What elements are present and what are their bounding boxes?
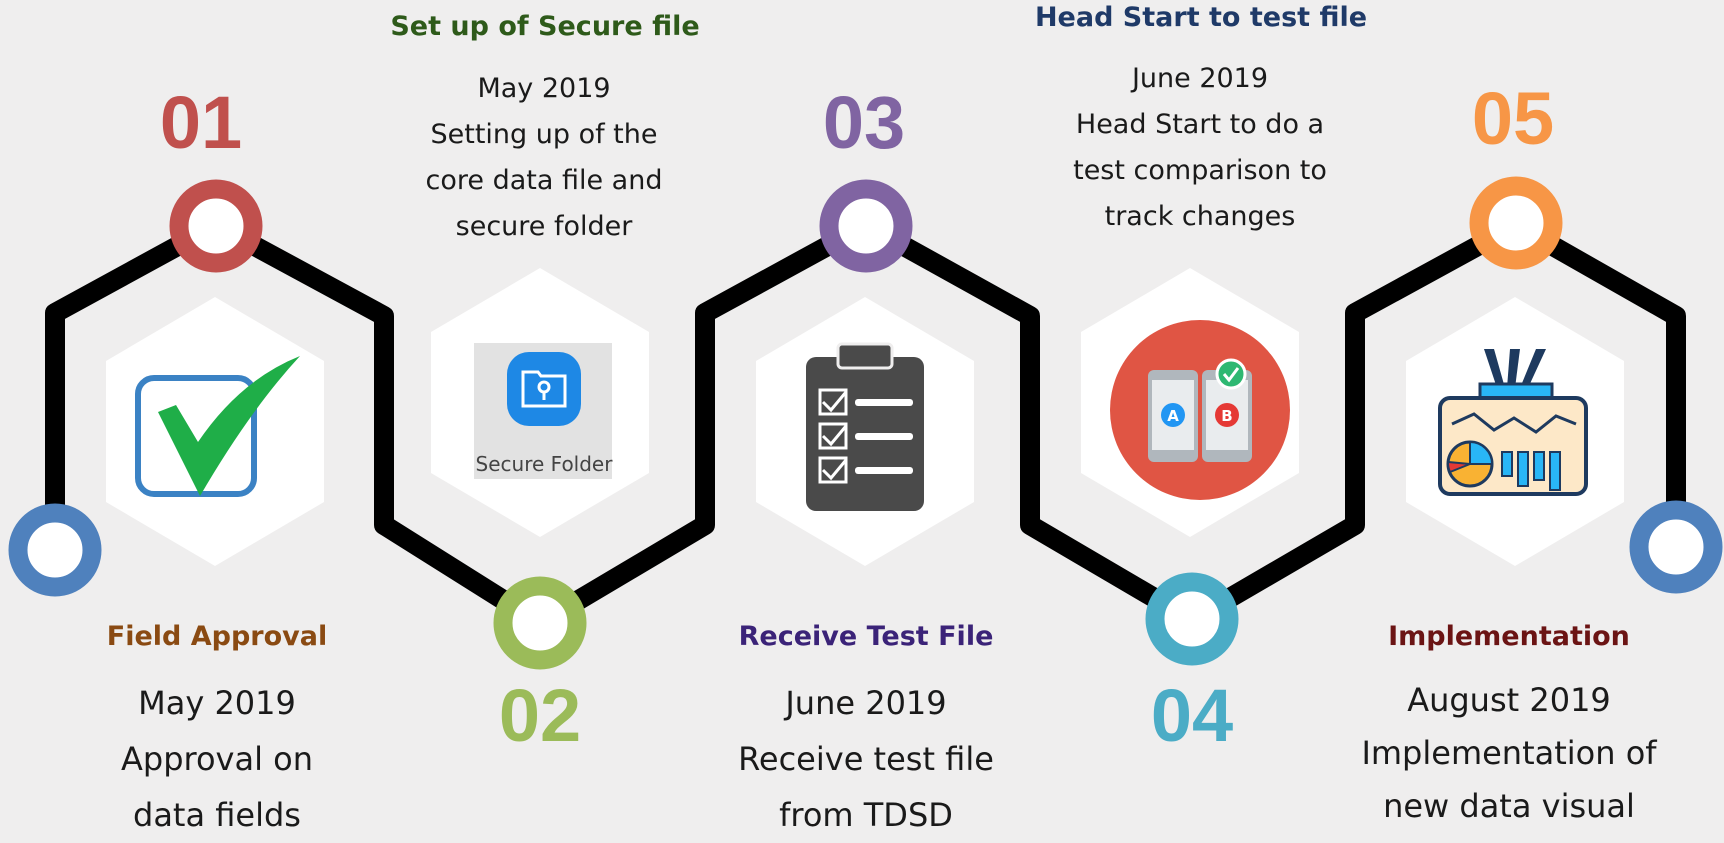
- step-03-line: Receive test file: [738, 740, 994, 778]
- step-04-line: test comparison to: [1073, 155, 1327, 186]
- step-title-02: Set up of Secure file: [390, 11, 700, 42]
- step-number-01: 01: [159, 81, 243, 164]
- step-04-line: June 2019: [1131, 63, 1269, 94]
- step-02-line: secure folder: [455, 211, 633, 242]
- ab-test-phones-icon: A B: [1110, 320, 1290, 500]
- step-01-line: May 2019: [138, 684, 296, 722]
- step-01-line: data fields: [133, 796, 301, 834]
- node-ring-03: [819, 179, 913, 273]
- clipboard-checklist-icon: [806, 342, 924, 511]
- step-title-04: Head Start to test file: [1034, 2, 1368, 33]
- step-description-04: June 2019 Head Start to do a test compar…: [1073, 56, 1327, 240]
- data-dashboard-icon: [1438, 349, 1588, 496]
- node-ring-05: [1469, 176, 1563, 270]
- step-01-line: Approval on: [120, 740, 314, 778]
- step-04-line: Head Start to do a: [1075, 109, 1325, 140]
- step-title-05: Implementation: [1388, 621, 1630, 652]
- step-02-line: core data file and: [425, 165, 663, 196]
- step-02-line: Setting up of the: [430, 119, 658, 150]
- step-number-03: 03: [822, 81, 906, 164]
- step-02-line: May 2019: [477, 73, 611, 104]
- step-title-01: Field Approval: [106, 621, 328, 652]
- step-description-03: June 2019 Receive test file from TDSD: [738, 675, 994, 843]
- step-05-line: new data visual: [1383, 787, 1635, 825]
- step-03-line: from TDSD: [779, 796, 953, 834]
- step-description-01: May 2019 Approval on data fields: [121, 675, 313, 843]
- secure-folder-icon: [474, 343, 612, 479]
- node-ring-01: [169, 179, 263, 273]
- step-05-line: August 2019: [1407, 681, 1611, 719]
- node-ring-04: [1145, 572, 1239, 666]
- step-04-line: track changes: [1104, 201, 1296, 232]
- svg-text:A: A: [1167, 407, 1179, 425]
- node-ring-end: [1629, 500, 1723, 594]
- step-description-05: August 2019 Implementation of new data v…: [1361, 674, 1656, 833]
- step-05-line: Implementation of: [1361, 734, 1657, 772]
- secure-folder-label: Secure Folder: [475, 452, 613, 476]
- step-03-line: June 2019: [785, 684, 947, 722]
- step-number-04: 04: [1150, 674, 1234, 757]
- svg-text:B: B: [1221, 407, 1232, 425]
- step-title-03: Receive Test File: [738, 621, 994, 652]
- step-description-02: May 2019 Setting up of the core data fil…: [426, 66, 663, 250]
- step-number-02: 02: [498, 674, 582, 757]
- step-number-05: 05: [1471, 77, 1555, 160]
- checkbox-check-icon: [135, 356, 300, 497]
- node-ring-02: [493, 576, 587, 670]
- node-ring-start: [8, 503, 102, 597]
